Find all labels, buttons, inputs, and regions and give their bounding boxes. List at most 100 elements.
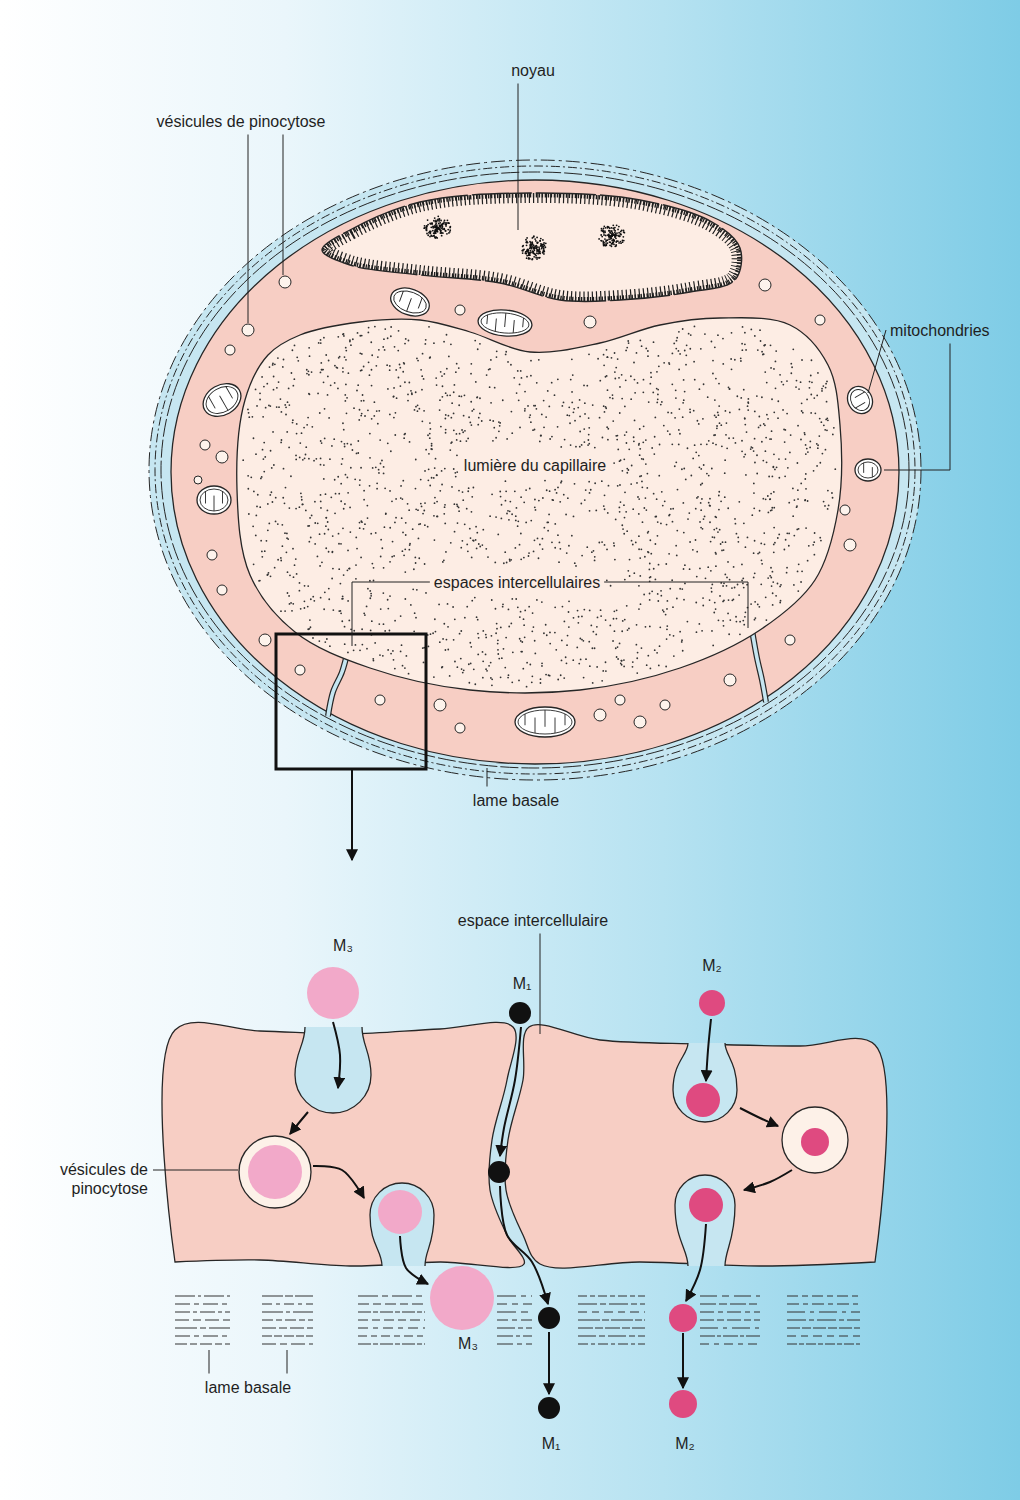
pinocytosis-vesicle xyxy=(615,695,625,705)
pinocytosis-vesicle xyxy=(844,539,856,551)
nucleolus xyxy=(521,235,546,260)
pinocytosis-vesicle xyxy=(455,305,465,315)
endothelial-cell xyxy=(171,180,899,764)
leader-line xyxy=(153,1170,238,1171)
molecule-label: M₃ xyxy=(333,936,353,955)
pinocytosis-vesicle xyxy=(759,279,771,291)
leader-line xyxy=(287,1350,288,1374)
molecule xyxy=(307,967,359,1019)
leader-line xyxy=(352,582,430,646)
part-label: vésicules de pinocytose xyxy=(157,112,326,131)
nuclear-envelope xyxy=(322,193,742,302)
leader-line xyxy=(518,84,519,231)
molecule xyxy=(248,1145,302,1199)
pinocytosis-vesicle xyxy=(840,505,850,515)
pinocytosis-vesicle xyxy=(239,1136,311,1208)
pinocytosis-vesicle xyxy=(584,316,596,328)
endothelial-cell xyxy=(505,1025,887,1268)
part-label: espaces intercellulaires xyxy=(434,573,600,592)
leader-line xyxy=(884,344,950,471)
transport-arrow xyxy=(400,1236,428,1284)
pinocytosis-vesicle xyxy=(634,716,646,728)
pinocytosis-vesicle xyxy=(295,665,305,675)
pinocytosis-vesicle xyxy=(724,674,736,686)
pinocytosis-vesicle xyxy=(455,723,465,733)
nucleolus xyxy=(423,215,451,238)
capillary-lumen xyxy=(237,318,842,693)
leader-line xyxy=(868,330,886,393)
basal-lamina xyxy=(175,1296,860,1344)
mitochondrion xyxy=(843,382,878,418)
leader-lines xyxy=(153,84,950,1374)
enlarged-wall xyxy=(162,967,887,1419)
transport-arrow xyxy=(706,1019,711,1081)
transport-arrow xyxy=(548,1332,550,1394)
part-label: lame basale xyxy=(205,1378,291,1397)
intercellular-space xyxy=(752,630,766,702)
molecule xyxy=(801,1128,829,1156)
pinocytosis-vesicle xyxy=(782,1107,848,1173)
pinocytosis-vesicle xyxy=(785,635,795,645)
intercellular-space xyxy=(752,630,766,702)
transport-arrow xyxy=(686,1224,706,1301)
pinocytosis-vesicle xyxy=(217,585,227,595)
pinocytosis-vesicle xyxy=(594,709,606,721)
part-label: lumière du capillaire xyxy=(464,456,606,475)
pinocytosis-vesicle xyxy=(200,440,210,450)
leader-line xyxy=(487,768,488,787)
molecule-label: M₂ xyxy=(675,1434,695,1453)
molecule xyxy=(686,1083,720,1117)
mitochondrion xyxy=(197,377,247,423)
pinocytosis-vesicle xyxy=(375,695,385,705)
molecule-label: M₂ xyxy=(702,956,722,975)
part-label: vésicules de pinocytose xyxy=(18,1160,148,1198)
leader-line xyxy=(248,135,249,324)
molecule xyxy=(509,1002,531,1024)
mitochondrion xyxy=(387,283,433,321)
molecule xyxy=(430,1266,494,1330)
molecule xyxy=(378,1190,422,1234)
pinocytosis-vesicle xyxy=(815,315,825,325)
pinocytosis-vesicle xyxy=(242,324,254,336)
pinocytosis-vesicle xyxy=(279,276,291,288)
basal-lamina xyxy=(149,160,921,780)
intercellular-space xyxy=(328,650,348,716)
transport-arrow xyxy=(744,1170,792,1190)
membrane-pocket xyxy=(295,1027,371,1113)
molecule xyxy=(488,1161,510,1183)
pinocytosis-vesicle xyxy=(259,634,271,646)
molecule xyxy=(669,1390,697,1418)
membrane-pocket xyxy=(673,1043,737,1122)
pinocytosis-vesicle xyxy=(207,550,217,560)
molecule xyxy=(689,1188,723,1222)
transport-arrow xyxy=(682,1333,684,1388)
zoom-frame xyxy=(276,634,426,769)
endothelial-cell xyxy=(162,1022,524,1267)
membrane-pocket xyxy=(675,1175,735,1266)
molecule xyxy=(669,1304,697,1332)
basal-lamina xyxy=(161,172,909,768)
mitochondrion xyxy=(197,486,231,514)
mitochondrion xyxy=(515,707,575,737)
mitochondrion xyxy=(477,308,533,339)
pinocytosis-vesicle xyxy=(225,345,235,355)
transport-arrow xyxy=(500,1027,521,1156)
part-label: lame basale xyxy=(473,791,559,810)
molecule-label: M₁ xyxy=(542,1434,561,1453)
intercellular-space xyxy=(328,650,348,716)
molecule xyxy=(538,1397,560,1419)
transport-arrow xyxy=(290,1112,308,1134)
chromatin xyxy=(322,193,742,302)
mitochondrion xyxy=(855,459,881,481)
leader-line xyxy=(283,135,284,276)
nucleus xyxy=(322,193,742,302)
nucleolus xyxy=(598,224,625,247)
leader-line xyxy=(604,582,748,628)
leader-line xyxy=(209,1350,210,1374)
molecule-label: M₁ xyxy=(513,974,532,993)
transport-arrow xyxy=(740,1108,778,1126)
molecule-label: M₃ xyxy=(458,1334,478,1353)
capillary-cross-section xyxy=(149,160,921,780)
